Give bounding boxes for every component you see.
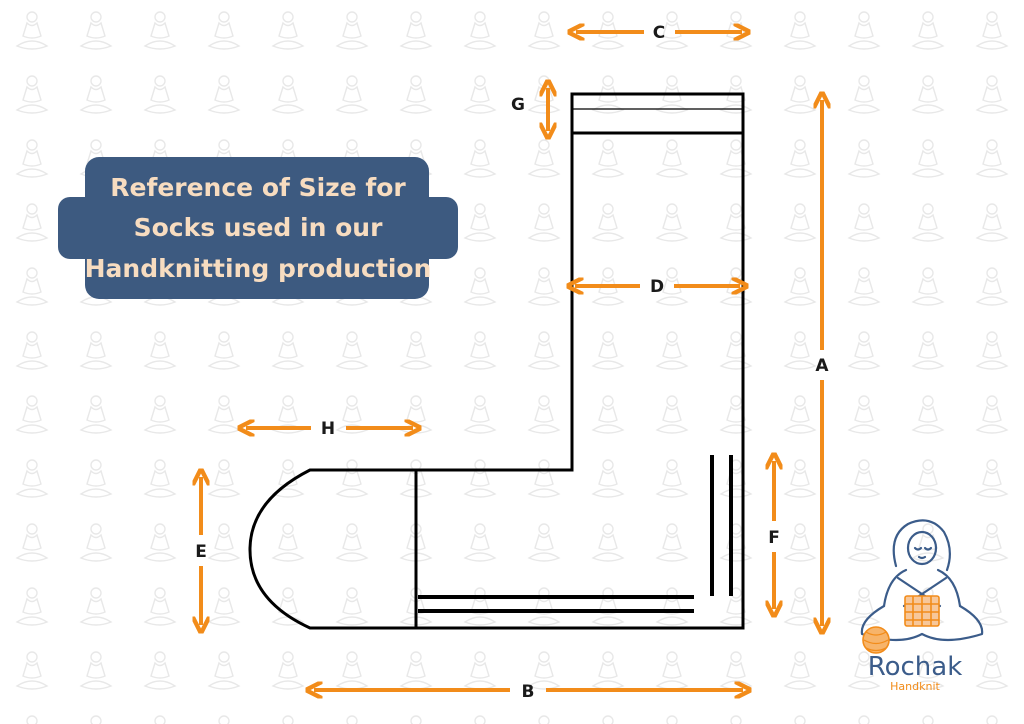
knitting-woman-logo-icon: [860, 519, 984, 642]
knitted-swatch-icon: [904, 595, 940, 627]
label-e: E: [195, 542, 207, 562]
brand-logo: Rochak Handknit: [860, 519, 984, 693]
label-h: H: [321, 419, 335, 439]
title-banner: Reference of Size for Socks used in our …: [58, 157, 458, 299]
sock-outline: [248, 92, 745, 630]
label-c: C: [653, 23, 665, 43]
label-a: A: [815, 356, 829, 376]
brand-sub: Handknit: [890, 680, 940, 693]
brand-name: Rochak: [868, 652, 963, 682]
dimension-arrows: [201, 32, 822, 690]
title-line-2: Socks used in our: [134, 213, 383, 242]
label-b: B: [522, 682, 535, 702]
label-g: G: [511, 95, 525, 115]
label-f: F: [768, 528, 780, 548]
title-line-3: Handknitting production: [85, 254, 432, 283]
yarn-ball-icon: [862, 626, 890, 654]
label-d: D: [650, 277, 664, 297]
title-line-1: Reference of Size for: [110, 173, 406, 202]
